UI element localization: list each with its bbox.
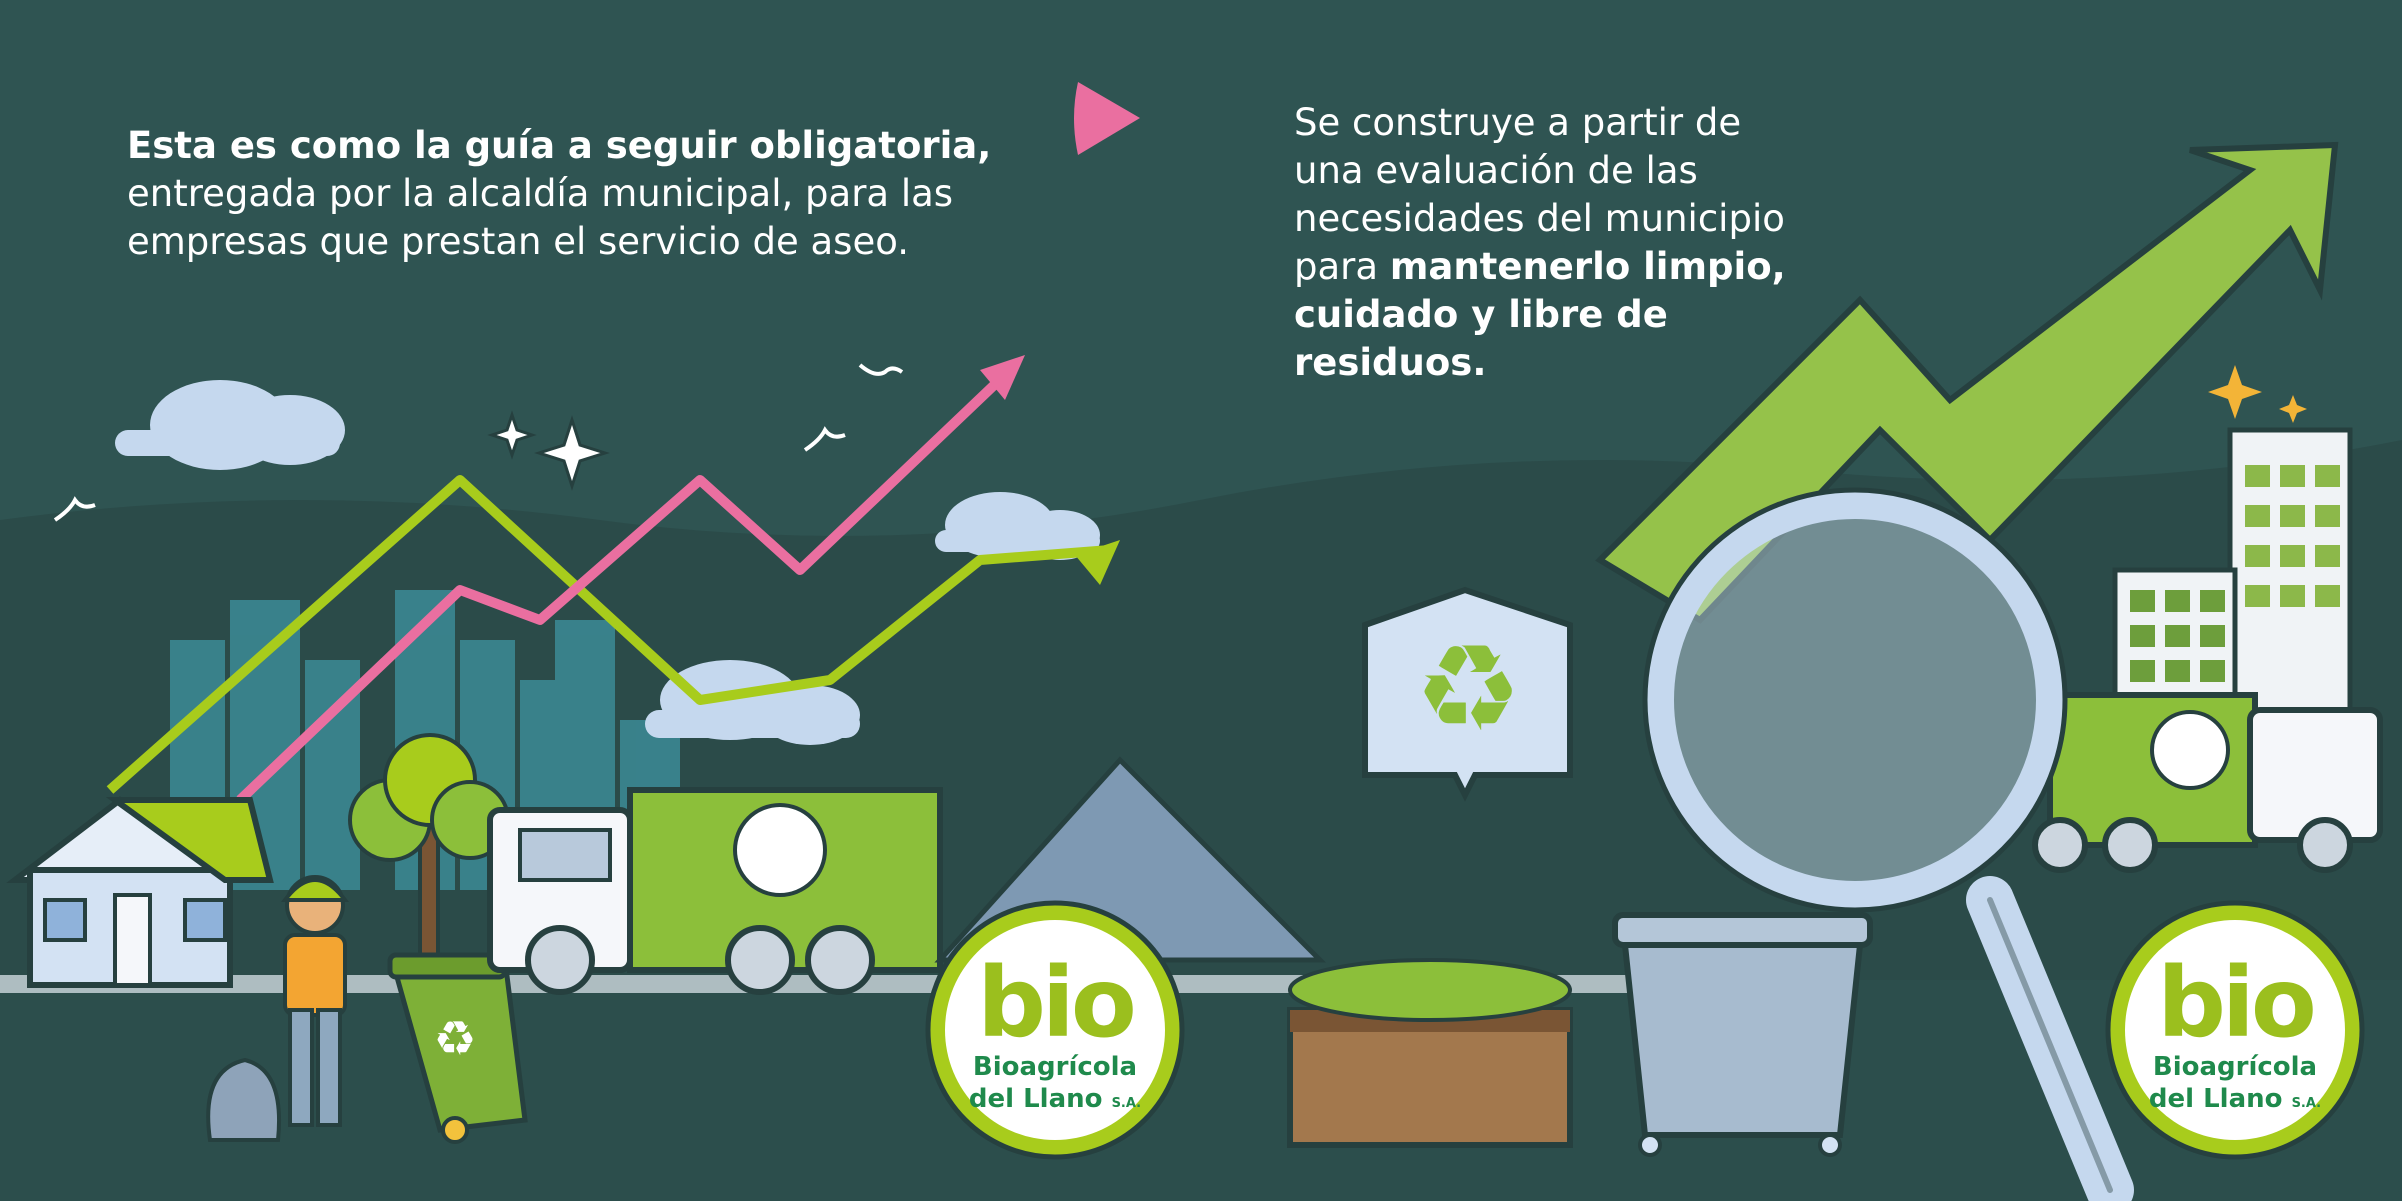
house — [6, 796, 274, 988]
detail-line6-bold: residuos. — [1294, 341, 1487, 384]
brand-mark: bio — [977, 947, 1137, 1059]
brand-name-line2: del Llano — [2148, 1084, 2283, 1114]
intro-bold: Esta es como la guía a seguir obligatori… — [127, 124, 992, 167]
birds — [53, 363, 904, 522]
magnifier-icon — [1642, 487, 2134, 1201]
brand-name-line1: Bioagrícola — [972, 1052, 1138, 1082]
detail-line3: necesidades del municipio — [1294, 197, 1785, 240]
play-arrow-icon — [1074, 82, 1140, 155]
cloud — [935, 492, 1100, 560]
logo-badge — [2105, 900, 2365, 1160]
detail-line5-bold: cuidado y libre de — [1294, 293, 1668, 336]
brand-suffix: S.A. — [1111, 1096, 1142, 1111]
intro-text: Esta es como la guía a seguir obligatori… — [127, 122, 1027, 266]
brand-logo: bio Bioagrícola del Llano S.A. — [935, 955, 1175, 1120]
brand-name-line1: Bioagrícola — [2152, 1052, 2318, 1082]
worker — [280, 875, 350, 1127]
trash-bag — [206, 1057, 281, 1142]
sparkle-icon — [2208, 365, 2307, 423]
detail-line4-bold: mantenerlo limpio, — [1389, 245, 1786, 288]
dumpster — [1612, 912, 1873, 1157]
recycle-icon: ♻ — [1362, 586, 1573, 802]
detail-text: Se construye a partir de una evaluación … — [1294, 99, 1854, 387]
brand-logo: bio Bioagrícola del Llano S.A. — [2115, 955, 2355, 1120]
trend-line-lime — [106, 475, 1111, 794]
brand-suffix: S.A. — [2291, 1096, 2322, 1111]
svg-text:♻: ♻ — [1414, 620, 1522, 759]
garbage-truck — [2032, 692, 2383, 873]
brand-mark: bio — [2157, 947, 2317, 1059]
trend-line-pink — [236, 366, 1014, 804]
intro-line2: entregada por la alcaldía municipal, par… — [127, 172, 954, 215]
svg-text:♻: ♻ — [433, 1011, 476, 1067]
logo-badge — [925, 900, 1185, 1160]
cloud — [115, 380, 345, 470]
sparkle-icon — [487, 410, 610, 491]
intro-line3: empresas que prestan el servicio de aseo… — [127, 220, 909, 263]
garbage-truck — [487, 787, 943, 995]
recycle-bin: ♻ — [387, 952, 528, 1144]
detail-line2: una evaluación de las — [1294, 149, 1698, 192]
detail-line4-plain: para — [1294, 245, 1390, 288]
brand-name-line2: del Llano — [968, 1084, 1103, 1114]
compost-crate — [1287, 958, 1573, 1148]
detail-line1: Se construye a partir de — [1294, 101, 1742, 144]
